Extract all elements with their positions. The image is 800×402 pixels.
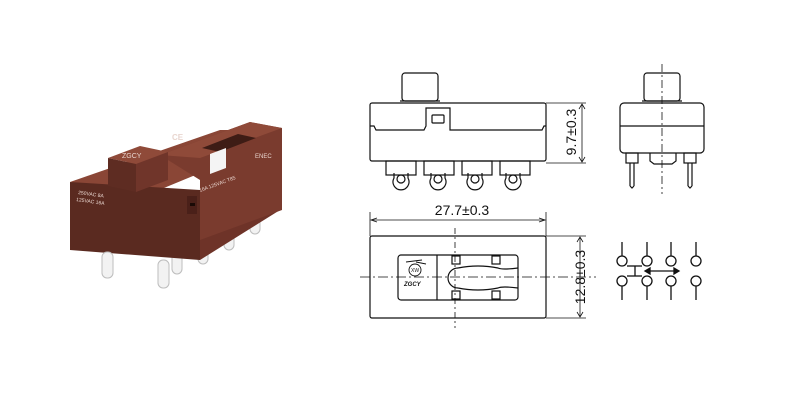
logo-zgcy: ZGCY [403, 282, 422, 288]
contact-row-top [616, 242, 702, 267]
front-rating-2: 125VAC 16A [76, 197, 106, 207]
slide-switch-3d-icon: ZGCY CE ENEC 16A 125VAC T85 250VAC 8A 12… [70, 122, 282, 289]
front-view-drawing: 9.7±0.3 [360, 60, 600, 200]
side-view-drawing [600, 60, 720, 200]
ce-mark: CE [172, 133, 184, 142]
contact-row-bottom [616, 275, 702, 300]
circuit-schematic [600, 230, 720, 310]
top-view-drawing: XW ZGCY 27.7±0.3 12.8±0.3 [360, 200, 600, 330]
terminal-group [392, 173, 522, 191]
product-render: ZGCY CE ENEC 16A 125VAC T85 250VAC 8A 12… [50, 110, 310, 300]
enec-mark: ENEC [255, 154, 272, 160]
width-dimension-label: 27.7±0.3 [434, 202, 490, 218]
depth-dimension-label: 12.8±0.3 [572, 249, 588, 305]
slide-arrow-icon [643, 266, 681, 276]
top-logo: ZGCY [122, 153, 142, 160]
logo-xw: XW [411, 268, 419, 274]
height-dimension-label: 9.7±0.3 [563, 108, 579, 156]
front-rating-1: 250VAC 8A [78, 190, 105, 200]
